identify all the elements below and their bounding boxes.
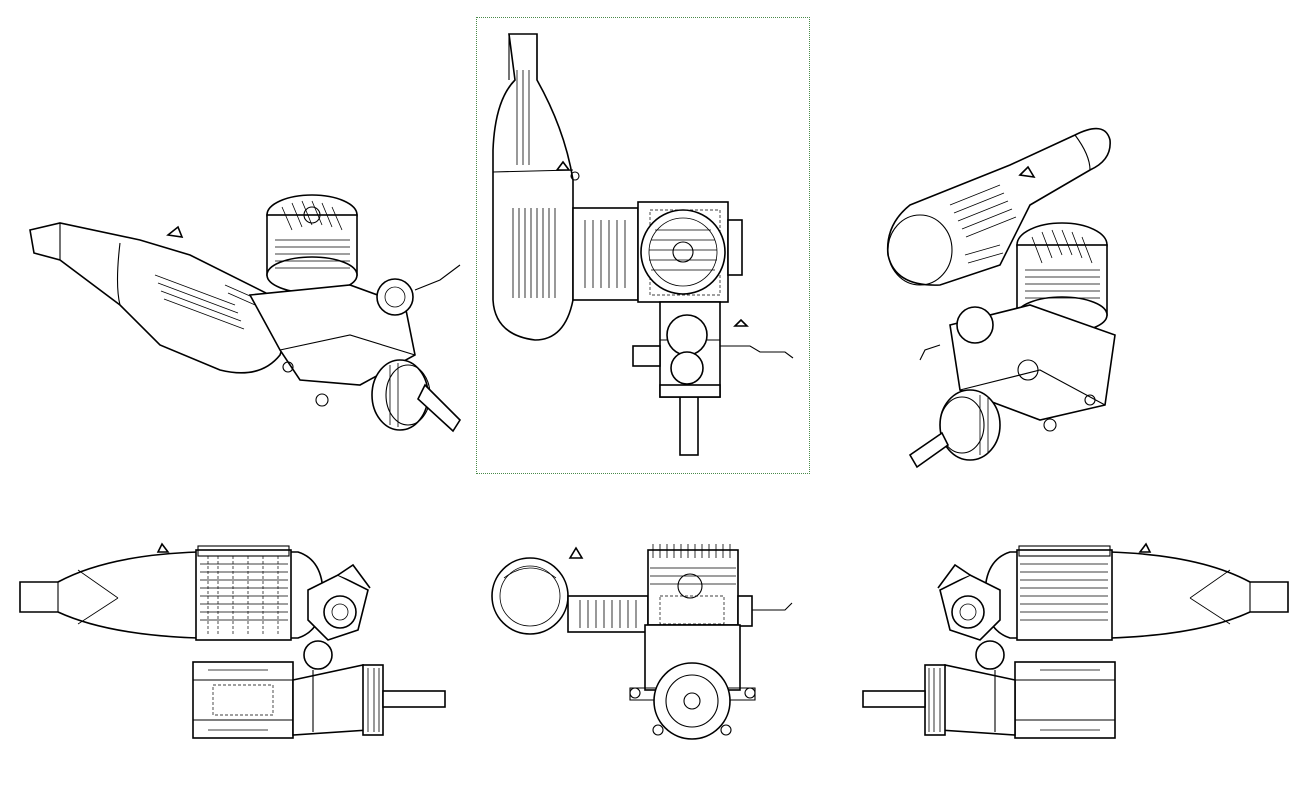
- prop-drive: [862, 664, 946, 736]
- muffler-fins: [949, 184, 1017, 264]
- view-iso-right[interactable]: [880, 115, 1120, 475]
- view-front[interactable]: [490, 538, 810, 748]
- prop-drive: [908, 389, 1001, 469]
- cylinder-head: [266, 194, 358, 294]
- carburetor: [937, 563, 1005, 670]
- muffler-fins: [512, 208, 556, 298]
- view-side-left[interactable]: [18, 540, 450, 745]
- engine-side-left-drawing: [19, 542, 446, 739]
- selection-box[interactable]: [476, 17, 810, 474]
- cylinder-head: [195, 545, 292, 641]
- view-top[interactable]: [485, 30, 805, 462]
- view-side-right[interactable]: [858, 540, 1290, 745]
- cylinder-head: [1016, 545, 1113, 641]
- cylinder-head: [637, 201, 743, 303]
- carburetor: [303, 563, 371, 670]
- engine-top-view-drawing: [492, 33, 794, 456]
- prop-drive: [371, 359, 462, 433]
- engine-front-view-drawing: [491, 544, 793, 740]
- engine-side-right-drawing: [862, 542, 1289, 739]
- view-iso-left[interactable]: [20, 185, 470, 445]
- prop-drive: [362, 664, 446, 736]
- engine-isometric-left-drawing: [29, 194, 462, 433]
- engine-isometric-right-drawing: [886, 127, 1116, 469]
- cylinder-head: [647, 544, 739, 626]
